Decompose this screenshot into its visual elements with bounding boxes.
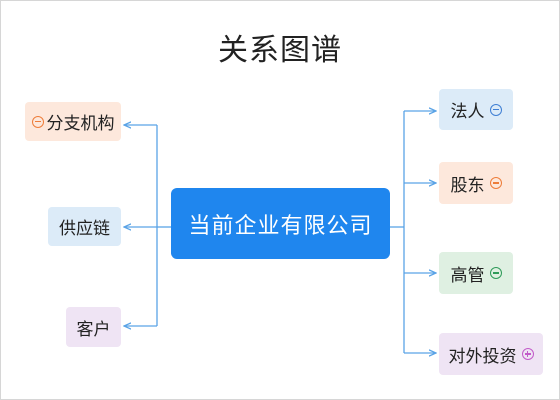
collapse-toggle-icon[interactable]	[489, 103, 502, 116]
node-branches-label: 分支机构	[46, 114, 115, 134]
node-legal-rep-label: 法人	[450, 102, 485, 122]
node-branches[interactable]: 分支机构	[25, 102, 121, 141]
node-shareholders[interactable]: 股东	[439, 162, 513, 204]
node-supply-chain-label: 供应链	[59, 219, 110, 239]
node-shareholders-label: 股东	[450, 175, 485, 196]
node-legal-rep[interactable]: 法人	[439, 89, 513, 130]
collapse-toggle-icon[interactable]	[489, 267, 502, 279]
node-supply-chain[interactable]: 供应链	[48, 207, 121, 246]
node-executives-label: 高管	[450, 265, 485, 286]
node-investments-label: 对外投资	[448, 346, 517, 367]
collapse-toggle-icon[interactable]	[489, 177, 502, 189]
node-customers-label: 客户	[76, 319, 111, 340]
collapse-toggle-icon[interactable]	[31, 115, 44, 128]
node-customers[interactable]: 客户	[66, 307, 121, 347]
node-executives[interactable]: 高管	[439, 252, 513, 294]
center-company-label: 当前企业有限公司	[188, 213, 373, 239]
expand-toggle-icon[interactable]	[521, 348, 534, 360]
diagram-title: 关系图谱	[218, 33, 342, 68]
center-company-node[interactable]: 当前企业有限公司	[171, 188, 390, 259]
node-investments[interactable]: 对外投资	[439, 333, 543, 375]
